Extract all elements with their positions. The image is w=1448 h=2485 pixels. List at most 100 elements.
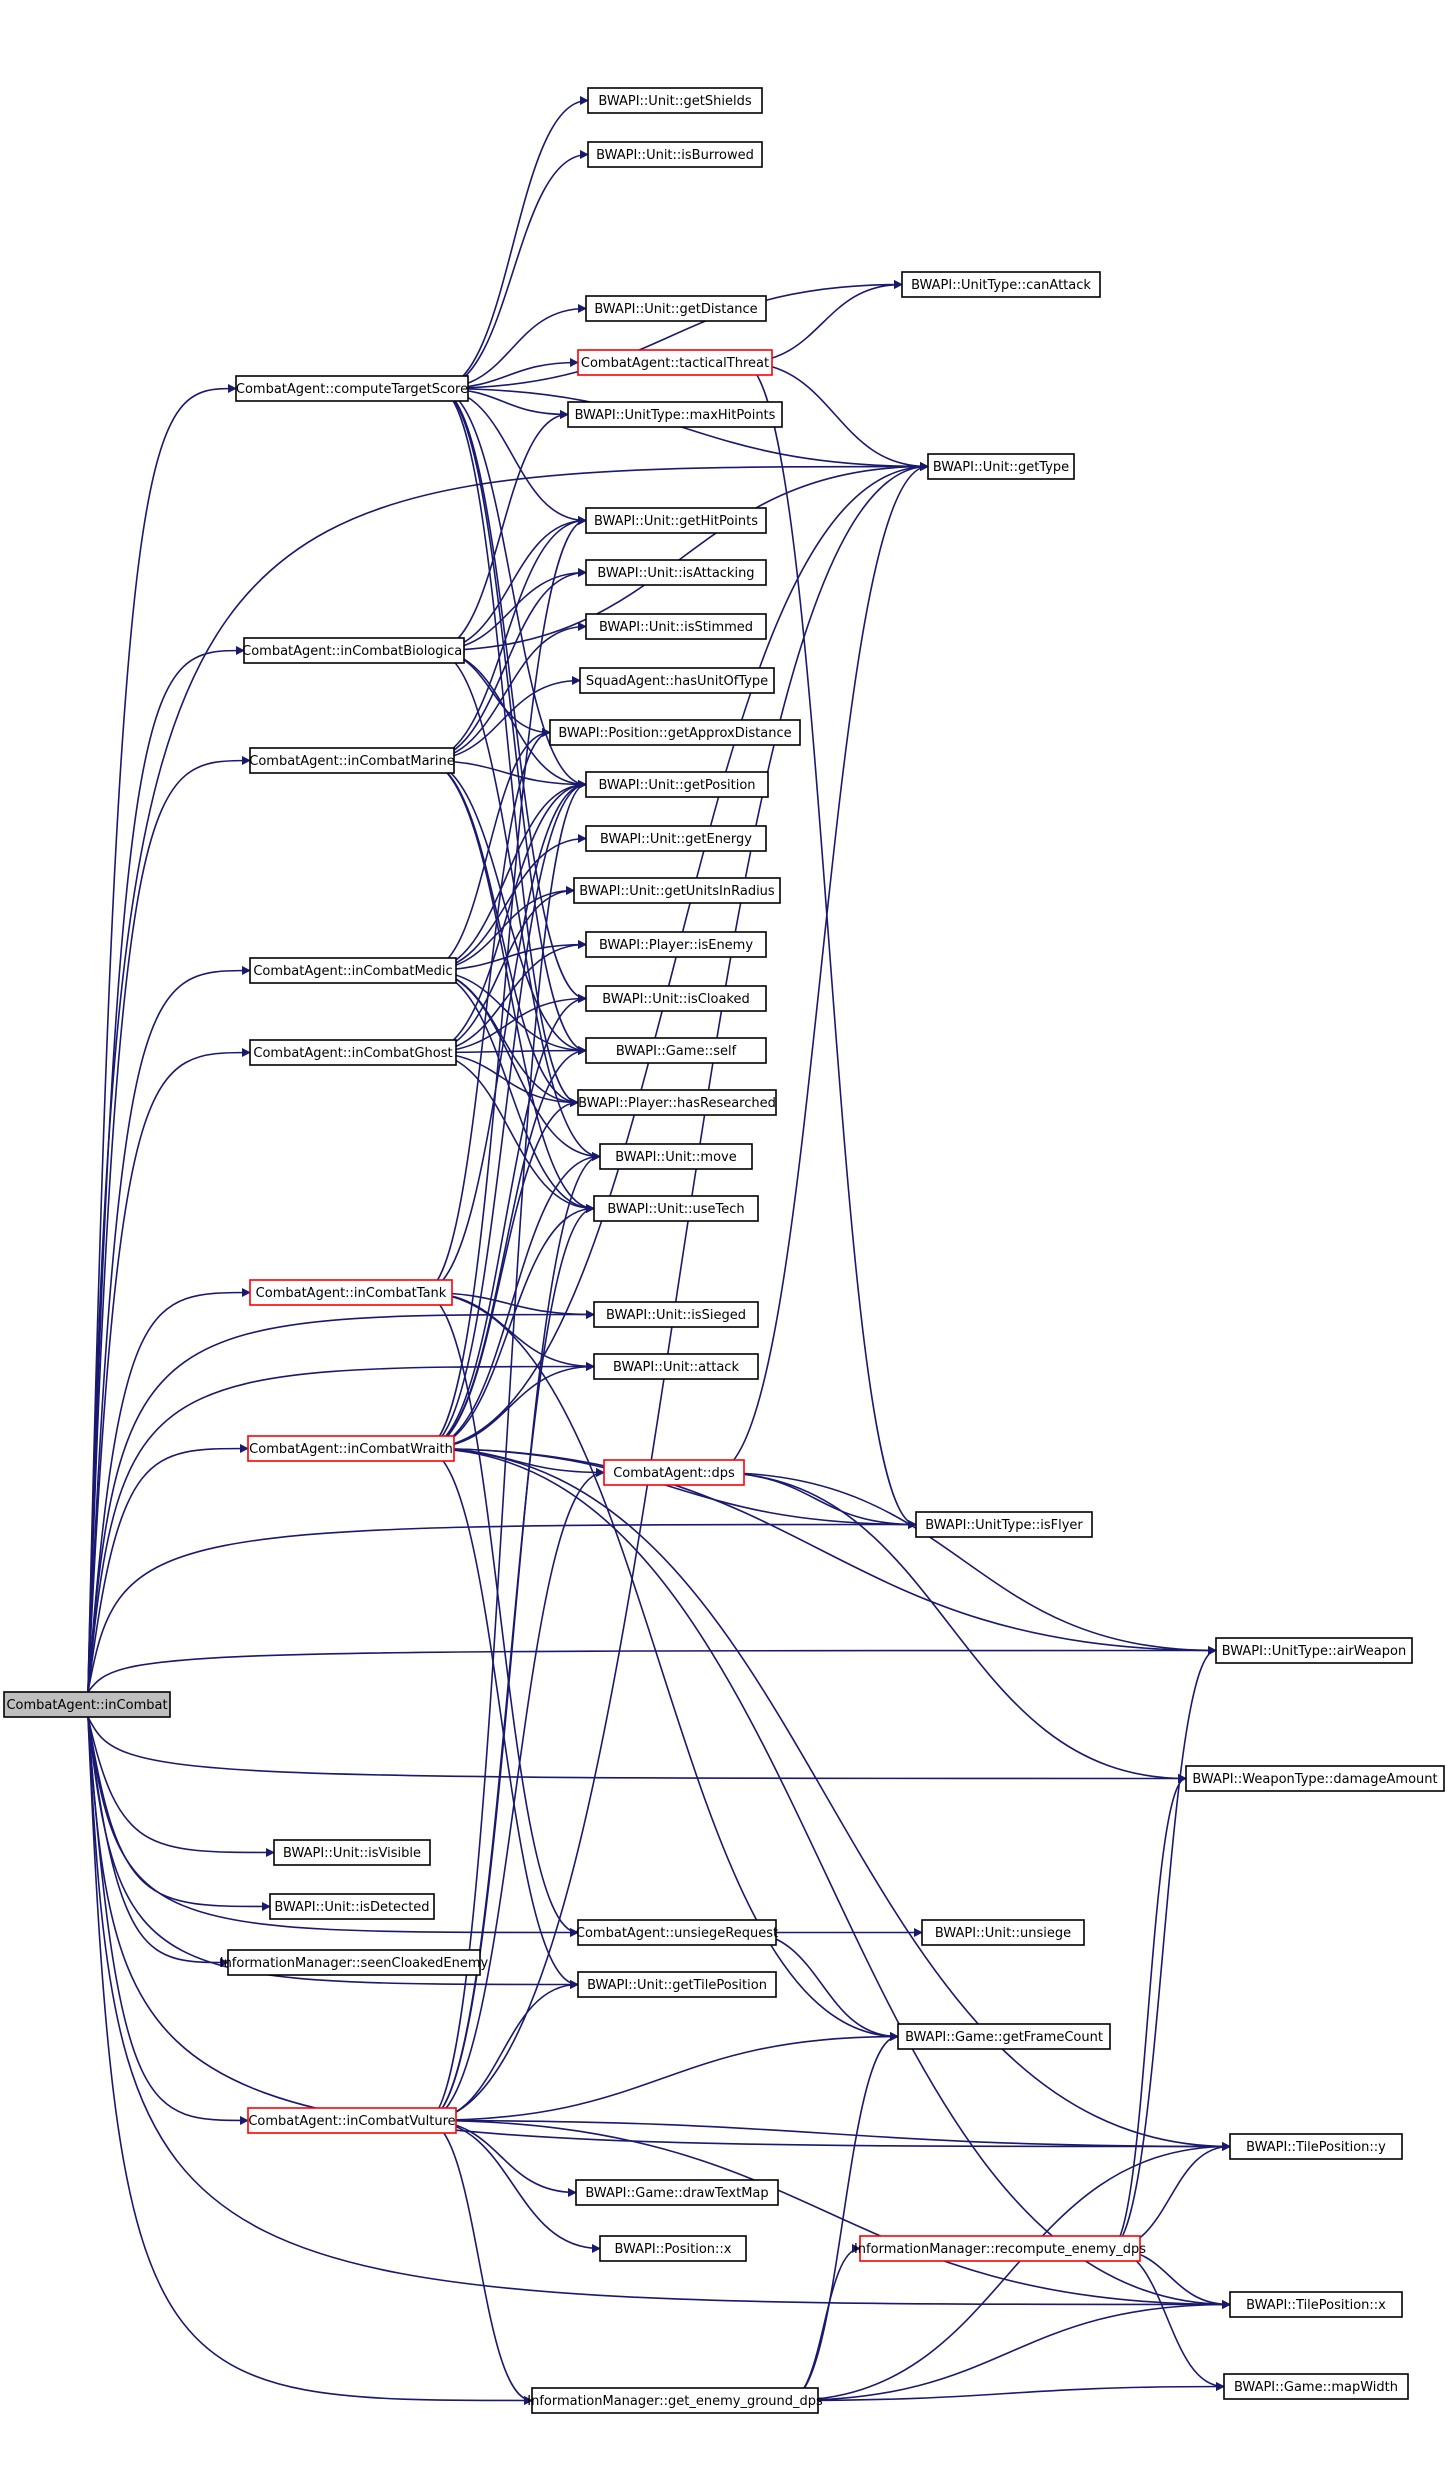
node-box[interactable] [249,747,455,774]
node-box[interactable] [585,507,767,534]
node-inCombatWraith[interactable]: CombatAgent::inCombatWraith [247,1435,455,1462]
node-gameSelf[interactable]: BWAPI::Game::self [585,1037,767,1064]
node-inCombat[interactable]: CombatAgent::inCombat [3,1691,171,1718]
node-box[interactable] [531,2387,819,2414]
node-box[interactable] [585,771,769,798]
node-damageAmount[interactable]: BWAPI::WeaponType::damageAmount [1185,1765,1445,1792]
node-box[interactable] [567,401,783,428]
node-inCombatMarine[interactable]: CombatAgent::inCombatMarine [249,747,455,774]
node-isVisible[interactable]: BWAPI::Unit::isVisible [273,1839,431,1866]
node-box[interactable] [579,667,775,694]
node-getTilePosition[interactable]: BWAPI::Unit::getTilePosition [577,1971,777,1998]
node-box[interactable] [593,1353,759,1380]
node-box[interactable] [249,1039,457,1066]
node-box[interactable] [269,1893,435,1920]
node-box[interactable] [1185,1765,1445,1792]
node-mapWidth[interactable]: BWAPI::Game::mapWidth [1223,2373,1409,2400]
node-isBurrowed[interactable]: BWAPI::Unit::isBurrowed [587,141,763,168]
node-useTech[interactable]: BWAPI::Unit::useTech [593,1195,759,1222]
node-airWeapon[interactable]: BWAPI::UnitType::airWeapon [1215,1637,1413,1664]
node-inCombatTank[interactable]: CombatAgent::inCombatTank [249,1279,453,1306]
node-getPosition[interactable]: BWAPI::Unit::getPosition [585,771,769,798]
node-seenCloakedEnemy[interactable]: InformationManager::seenCloakedEnemy [220,1949,489,1976]
node-inCombatVulture[interactable]: CombatAgent::inCombatVulture [247,2107,457,2134]
node-attack[interactable]: BWAPI::Unit::attack [593,1353,759,1380]
node-recomputeEnemyDps[interactable]: InformationManager::recompute_enemy_dps [854,2235,1146,2262]
node-getDistance[interactable]: BWAPI::Unit::getDistance [585,295,767,322]
node-hasResearched[interactable]: BWAPI::Player::hasResearched [577,1089,777,1116]
node-isDetected[interactable]: BWAPI::Unit::isDetected [269,1893,435,1920]
node-getEnergy[interactable]: BWAPI::Unit::getEnergy [585,825,767,852]
node-computeTargetScore[interactable]: CombatAgent::computeTargetScore [235,375,469,402]
node-isCloaked[interactable]: BWAPI::Unit::isCloaked [585,985,767,1012]
node-box[interactable] [927,453,1075,480]
node-box[interactable] [585,931,767,958]
node-box[interactable] [249,1279,453,1306]
node-unsiegeRequest[interactable]: CombatAgent::unsiegeRequest [576,1919,778,1946]
node-box[interactable] [599,2235,747,2262]
node-getType[interactable]: BWAPI::Unit::getType [927,453,1075,480]
node-inCombatGhost[interactable]: CombatAgent::inCombatGhost [249,1039,457,1066]
node-box[interactable] [593,1301,759,1328]
node-box[interactable] [585,559,767,586]
node-box[interactable] [915,1511,1093,1538]
node-box[interactable] [599,1143,753,1170]
node-box[interactable] [603,1459,745,1486]
node-box[interactable] [227,1949,481,1976]
node-tileY[interactable]: BWAPI::TilePosition::y [1229,2133,1403,2160]
node-box[interactable] [901,271,1101,298]
node-isFlyer[interactable]: BWAPI::UnitType::isFlyer [915,1511,1093,1538]
node-box[interactable] [577,1971,777,1998]
node-box[interactable] [573,877,781,904]
node-box[interactable] [3,1691,171,1718]
node-maxHitPoints[interactable]: BWAPI::UnitType::maxHitPoints [567,401,783,428]
node-box[interactable] [1223,2373,1409,2400]
node-box[interactable] [587,141,763,168]
node-box[interactable] [247,2107,457,2134]
node-tileX[interactable]: BWAPI::TilePosition::x [1229,2291,1403,2318]
node-getFrameCount[interactable]: BWAPI::Game::getFrameCount [897,2023,1111,2050]
node-box[interactable] [575,2179,779,2206]
node-box[interactable] [859,2235,1141,2262]
node-box[interactable] [1229,2291,1403,2318]
node-box[interactable] [587,87,763,114]
node-box[interactable] [549,719,801,746]
node-tacticalThreat[interactable]: CombatAgent::tacticalThreat [577,349,773,376]
node-box[interactable] [921,1919,1085,1946]
node-box[interactable] [235,375,469,402]
node-box[interactable] [585,825,767,852]
node-box[interactable] [247,1435,455,1462]
node-box[interactable] [273,1839,431,1866]
node-box[interactable] [577,1919,777,1946]
node-box[interactable] [585,613,767,640]
node-box[interactable] [577,349,773,376]
node-getEnemyGroundDps[interactable]: InformationManager::get_enemy_ground_dps [527,2387,823,2414]
node-box[interactable] [243,637,465,664]
node-isStimmed[interactable]: BWAPI::Unit::isStimmed [585,613,767,640]
node-box[interactable] [1229,2133,1403,2160]
node-box[interactable] [249,957,457,984]
node-move[interactable]: BWAPI::Unit::move [599,1143,753,1170]
node-inCombatBiological[interactable]: CombatAgent::inCombatBiological [242,637,466,664]
node-box[interactable] [585,295,767,322]
node-box[interactable] [1215,1637,1413,1664]
node-hasUnitOfType[interactable]: SquadAgent::hasUnitOfType [579,667,775,694]
node-isSieged[interactable]: BWAPI::Unit::isSieged [593,1301,759,1328]
node-box[interactable] [593,1195,759,1222]
node-getUnitsInRadius[interactable]: BWAPI::Unit::getUnitsInRadius [573,877,781,904]
node-isAttacking[interactable]: BWAPI::Unit::isAttacking [585,559,767,586]
node-inCombatMedic[interactable]: CombatAgent::inCombatMedic [249,957,457,984]
node-getHitPoints[interactable]: BWAPI::Unit::getHitPoints [585,507,767,534]
node-box[interactable] [577,1089,777,1116]
node-unsiege[interactable]: BWAPI::Unit::unsiege [921,1919,1085,1946]
node-box[interactable] [585,985,767,1012]
node-getApproxDistance[interactable]: BWAPI::Position::getApproxDistance [549,719,801,746]
node-dps[interactable]: CombatAgent::dps [603,1459,745,1486]
node-isEnemy[interactable]: BWAPI::Player::isEnemy [585,931,767,958]
node-canAttack[interactable]: BWAPI::UnitType::canAttack [901,271,1101,298]
node-box[interactable] [585,1037,767,1064]
node-getShields[interactable]: BWAPI::Unit::getShields [587,87,763,114]
node-box[interactable] [897,2023,1111,2050]
node-positionX[interactable]: BWAPI::Position::x [599,2235,747,2262]
node-drawTextMap[interactable]: BWAPI::Game::drawTextMap [575,2179,779,2206]
